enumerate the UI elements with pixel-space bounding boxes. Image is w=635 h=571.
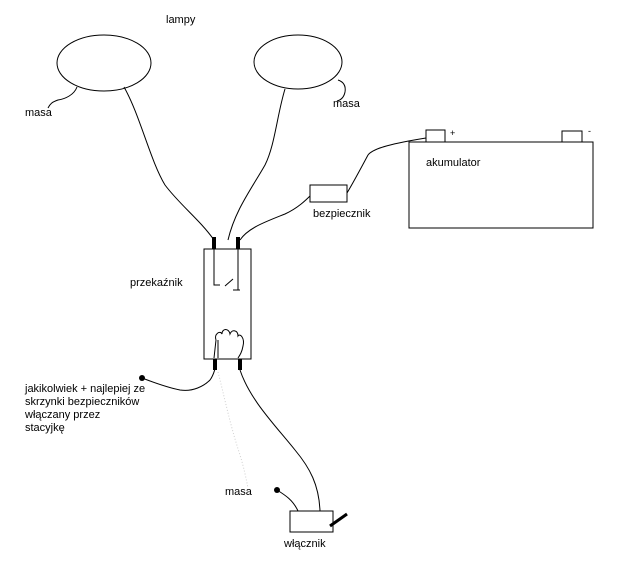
relay-pin-bottom-left [213, 359, 217, 370]
battery-minus-terminal [561, 130, 583, 143]
relay-coil [213, 329, 244, 359]
ignition-note: jakikolwiek + najlepiej ze skrzynki bezp… [25, 383, 146, 434]
switch-ground-end [274, 487, 280, 493]
lamp-right [253, 34, 343, 90]
fuse [309, 184, 348, 203]
battery-plus-label: + [450, 128, 456, 138]
switch [289, 510, 334, 533]
lamp-right-wire [227, 88, 286, 241]
ignition-wire [141, 368, 216, 391]
battery-fuse-wire [346, 137, 427, 194]
ground-label-left: masa [25, 107, 52, 119]
battery-minus-label: - [588, 126, 591, 136]
battery-label: akumulator [426, 157, 481, 169]
switch-lever [329, 512, 348, 528]
lamp-left [56, 34, 152, 92]
ground-label-bottom: masa [225, 486, 252, 498]
relay-switch [213, 249, 240, 291]
lamp-left-ground-wire [47, 86, 78, 109]
ground-label-right: masa [333, 98, 360, 110]
lamp-left-wire [123, 86, 215, 241]
switch-ground-wire [276, 489, 299, 512]
relay-label: przekaźnik [130, 277, 183, 289]
fuse-relay-wire [239, 194, 312, 241]
fuse-label: bezpiecznik [313, 208, 371, 220]
relay-switch-wire [239, 369, 321, 512]
faint-dotted-line [217, 371, 249, 489]
ignition-wire-end [139, 375, 145, 381]
relay-pin-top-right [236, 237, 240, 249]
relay-pin-top-left [212, 237, 216, 249]
switch-label: włącznik [284, 538, 326, 550]
battery [408, 141, 594, 229]
lamps-label: lampy [166, 14, 196, 26]
lamp-right-ground-wire [336, 79, 346, 102]
relay-pin-bottom-right [238, 359, 242, 370]
battery-plus-terminal [425, 129, 446, 143]
